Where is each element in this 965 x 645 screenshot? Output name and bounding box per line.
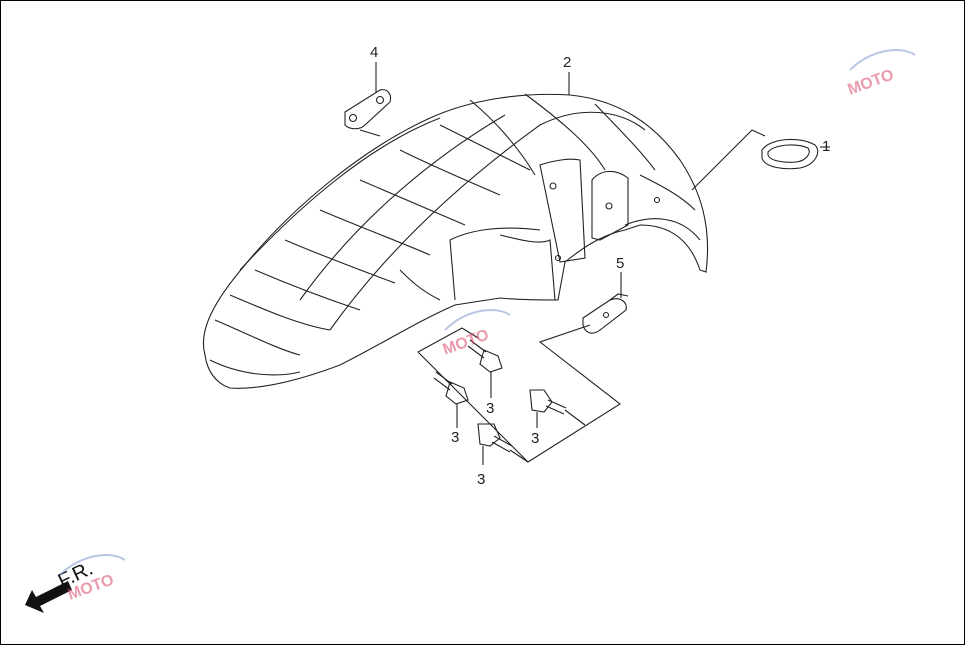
callout-4: 4 <box>370 44 378 61</box>
part-5-clip <box>582 272 629 334</box>
bolt-a <box>467 339 503 398</box>
bolt-c <box>529 389 567 428</box>
callout-1: 1 <box>822 138 830 155</box>
part-1-grommet <box>691 129 830 191</box>
callout-2: 2 <box>563 54 571 71</box>
front-fender <box>202 93 709 389</box>
watermark-logo-top-right: MOTO <box>846 49 916 99</box>
callout-3a: 3 <box>486 400 494 417</box>
callout-3b: 3 <box>451 429 459 446</box>
part-4-bracket <box>344 62 392 137</box>
bolt-d <box>477 423 513 465</box>
bolt-group <box>417 324 621 465</box>
watermark-text: MOTO <box>441 326 492 358</box>
watermark-text: MOTO <box>846 66 897 98</box>
callout-3d: 3 <box>477 471 485 488</box>
bolt-b <box>433 371 469 428</box>
callout-3c: 3 <box>531 430 539 447</box>
callout-5: 5 <box>616 255 624 272</box>
